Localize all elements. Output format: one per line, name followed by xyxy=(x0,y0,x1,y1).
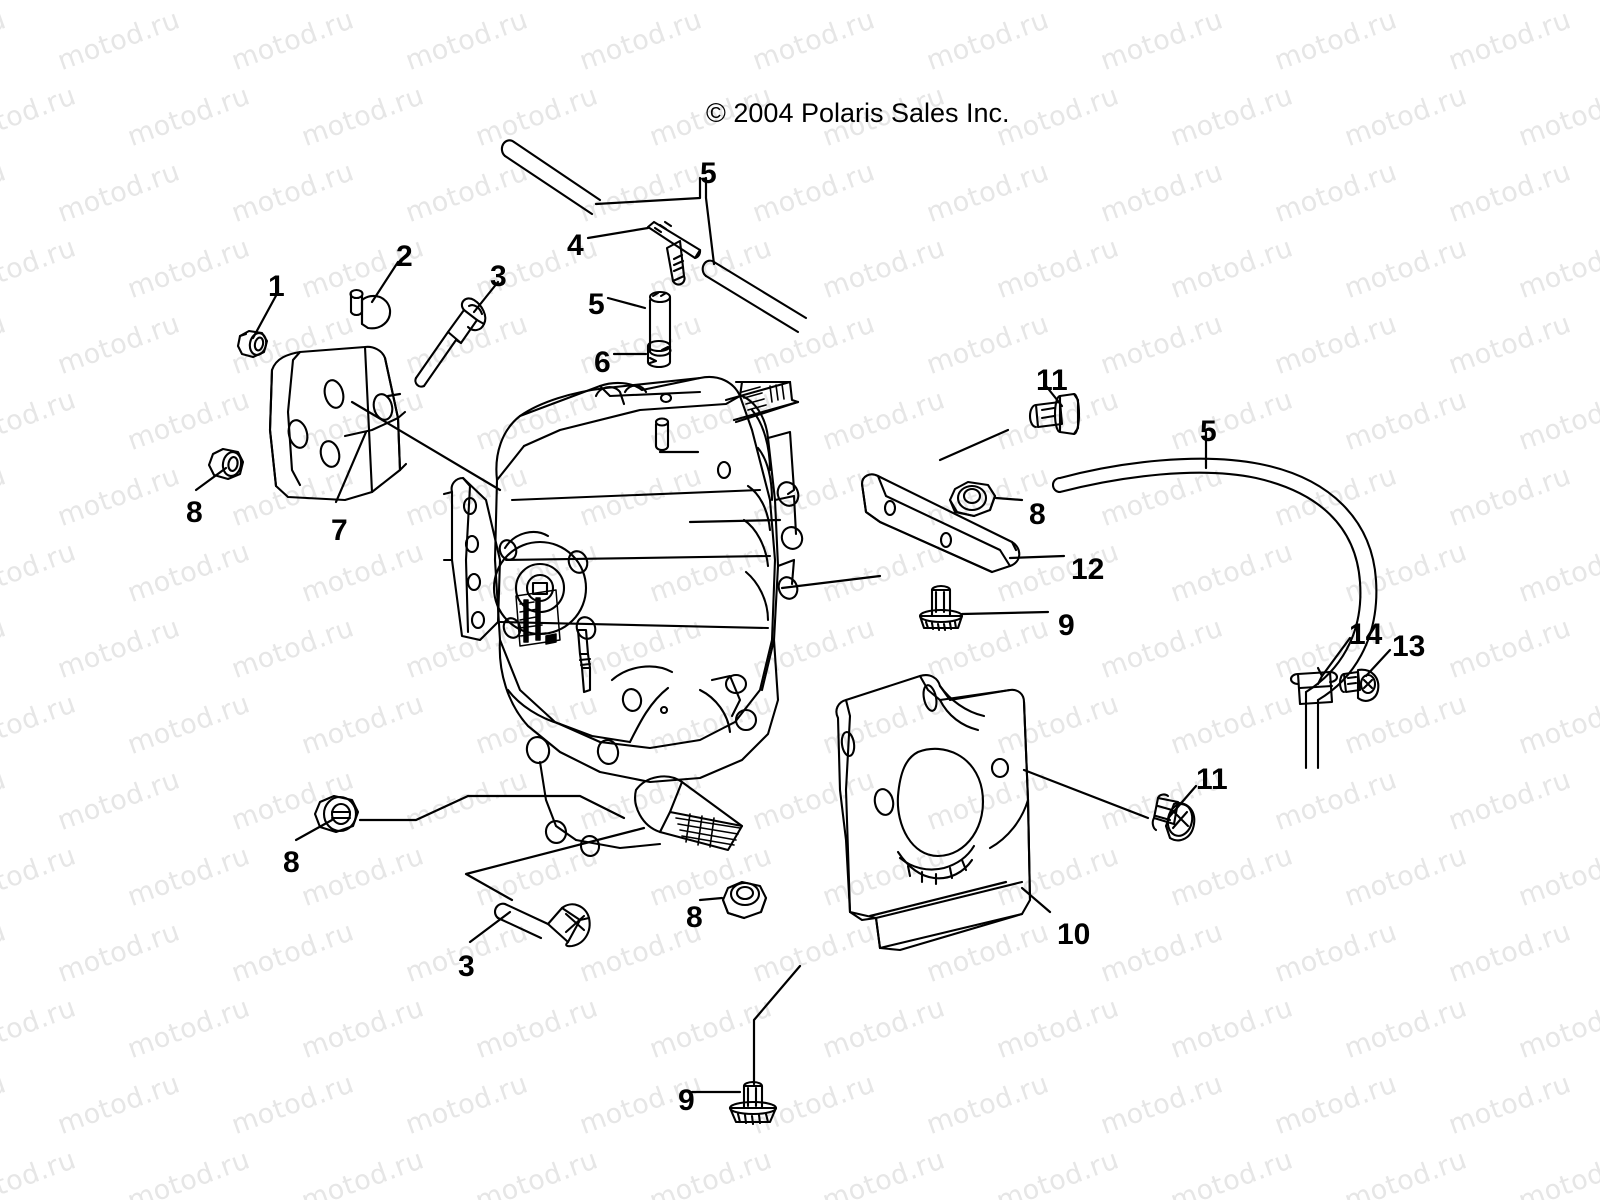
part-hose-clamp-14 xyxy=(1289,666,1339,706)
part-flange-bolt-lower xyxy=(493,902,591,948)
callout-number-5: 5 xyxy=(588,288,605,321)
part-plug-cap xyxy=(349,288,392,330)
callout-number-8: 8 xyxy=(186,496,203,529)
callout-number-4: 4 xyxy=(567,229,584,262)
callout-number-3: 3 xyxy=(458,950,475,983)
callout-number-9: 9 xyxy=(678,1084,695,1117)
part-flange-bolt-upper xyxy=(414,297,487,388)
part-gearbox-assembly xyxy=(442,376,804,858)
part-hex-flange-bolt-upper xyxy=(1028,392,1081,436)
part-hex-flange-bolt-lower xyxy=(1151,793,1196,842)
part-push-rivet-right xyxy=(918,584,964,632)
copyright-notice: © 2004 Polaris Sales Inc. xyxy=(706,98,1010,128)
callout-number-8: 8 xyxy=(686,901,703,934)
callout-number-9: 9 xyxy=(1058,609,1075,642)
callout-number-7: 7 xyxy=(331,514,348,547)
callout-number-10: 10 xyxy=(1057,918,1091,951)
leader-lines xyxy=(194,176,1392,1094)
callout-number-5: 5 xyxy=(700,157,717,190)
part-flange-nut-8-right xyxy=(948,480,997,518)
part-vent-hose-diagonal xyxy=(701,259,808,334)
callout-number-6: 6 xyxy=(594,346,611,379)
callout-number-13: 13 xyxy=(1392,630,1426,663)
callout-number-8: 8 xyxy=(283,846,300,879)
part-skid-plate xyxy=(835,674,1032,952)
part-flange-nut-8-lowerleft xyxy=(313,794,360,834)
callout-number-8: 8 xyxy=(1029,498,1046,531)
part-flange-nut-8-bottom xyxy=(721,880,768,920)
part-hose-clamp xyxy=(646,339,672,369)
part-retainer-strap xyxy=(860,473,1021,574)
part-flange-nut-1 xyxy=(236,329,269,359)
callout-number-5: 5 xyxy=(1200,415,1217,448)
part-flange-nut-8-left xyxy=(207,447,245,481)
part-vent-hose-upper xyxy=(500,139,602,216)
part-push-rivet-bottom xyxy=(728,1080,778,1126)
part-mount-bracket xyxy=(268,345,408,502)
callout-number-3: 3 xyxy=(490,260,507,293)
callout-number-11: 11 xyxy=(1036,364,1068,397)
callout-number-12: 12 xyxy=(1071,553,1105,586)
callout-number-11: 11 xyxy=(1196,763,1228,796)
part-tee-fitting xyxy=(646,220,702,286)
callout-number-1: 1 xyxy=(268,270,285,303)
callout-number-2: 2 xyxy=(396,240,413,273)
callout-number-14: 14 xyxy=(1349,618,1383,651)
